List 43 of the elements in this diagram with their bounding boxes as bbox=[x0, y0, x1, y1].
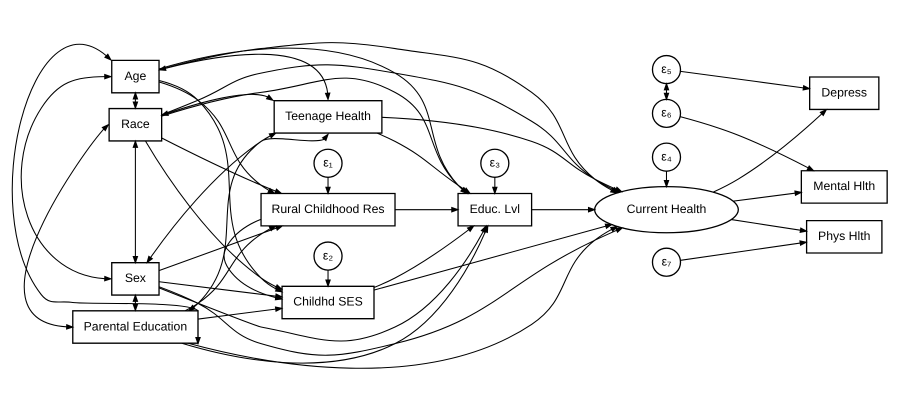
node-box: Mental Hlth bbox=[800, 170, 888, 204]
node-box: Rural Childhood Res bbox=[260, 192, 396, 227]
arrow bbox=[159, 227, 624, 356]
arrow bbox=[20, 74, 112, 282]
arrow bbox=[712, 108, 828, 193]
node-circle: ε₄ bbox=[652, 142, 682, 172]
arrow bbox=[374, 224, 475, 288]
arrow bbox=[664, 171, 670, 188]
node-circle: ε₃ bbox=[480, 148, 510, 178]
arrow bbox=[492, 177, 498, 195]
node-circle: ε₆ bbox=[652, 98, 682, 128]
node-box: Sex bbox=[111, 262, 160, 296]
node-box: Depress bbox=[809, 76, 880, 110]
node-box: Teenage Health bbox=[274, 100, 383, 134]
node-box: Race bbox=[108, 108, 162, 142]
arrow bbox=[162, 138, 283, 194]
node-box: Phys Hlth bbox=[806, 220, 883, 254]
arrow bbox=[146, 132, 278, 264]
arrow bbox=[159, 225, 284, 272]
node-box: Childhd SES bbox=[281, 286, 375, 320]
node-circle: ε₅ bbox=[652, 54, 682, 84]
arrow bbox=[184, 225, 278, 312]
node-box: Age bbox=[111, 60, 160, 94]
arrow bbox=[145, 140, 284, 290]
arrow bbox=[188, 133, 330, 312]
arrow bbox=[733, 190, 803, 202]
arrow bbox=[532, 206, 596, 213]
node-circle: ε₇ bbox=[652, 248, 682, 277]
node-circle: ε₂ bbox=[313, 241, 343, 271]
arrow bbox=[24, 124, 110, 330]
arrow bbox=[198, 306, 284, 320]
node-box: Educ. Lvl bbox=[457, 192, 532, 227]
arrow bbox=[731, 219, 808, 233]
node-circle: ε₁ bbox=[313, 148, 343, 178]
arrow bbox=[680, 70, 812, 91]
arrow bbox=[12, 44, 201, 346]
arrow bbox=[325, 177, 331, 195]
arrow bbox=[325, 270, 331, 288]
arrow bbox=[132, 140, 138, 264]
arrow bbox=[680, 240, 808, 261]
node-box: Parental Education bbox=[72, 310, 199, 344]
arrow bbox=[395, 206, 460, 213]
arrow bbox=[680, 116, 816, 172]
